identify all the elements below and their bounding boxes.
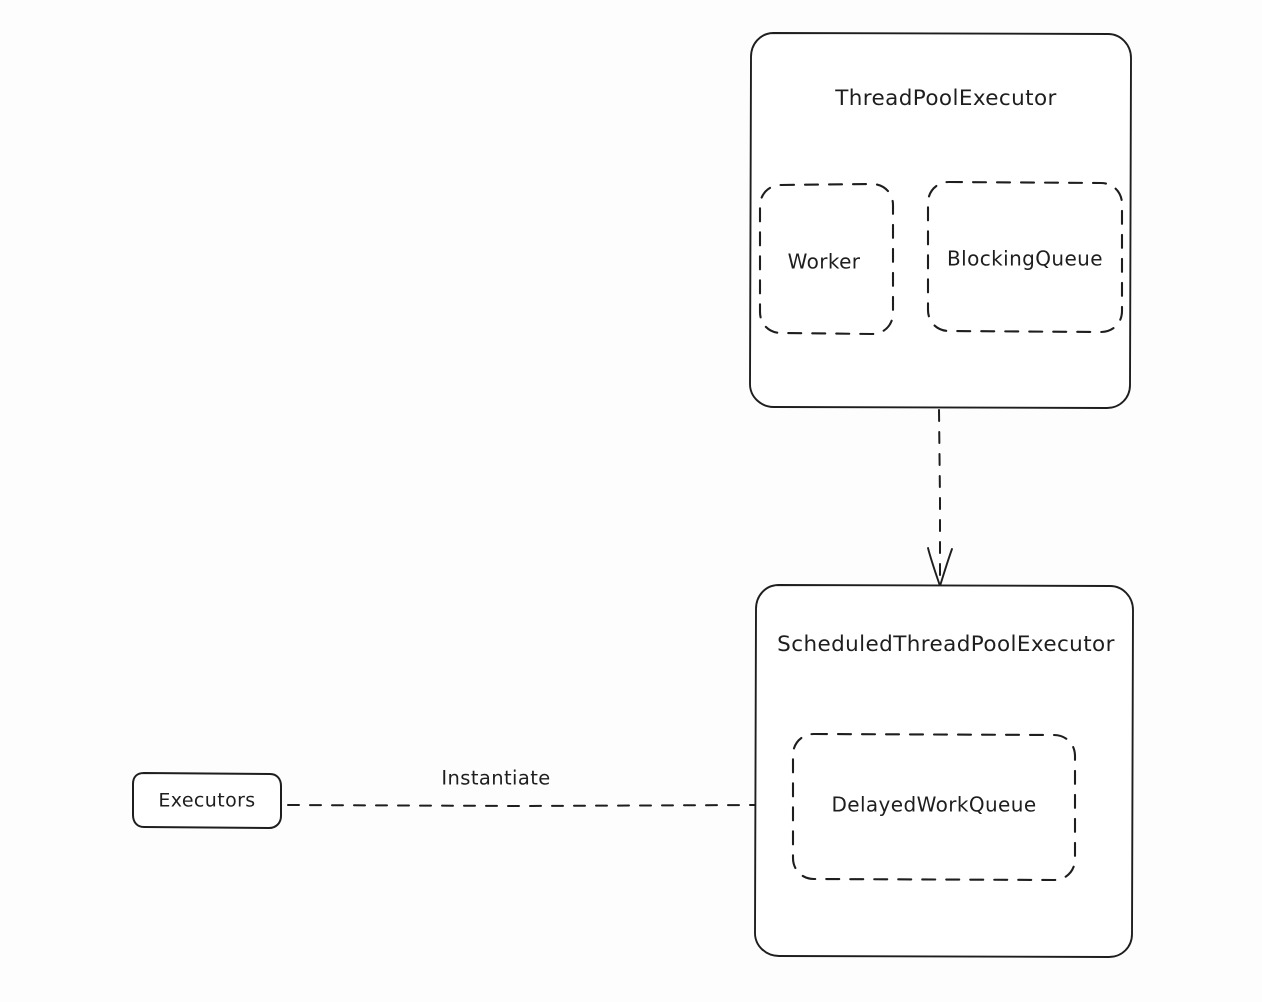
node-worker[interactable]: Worker: [758, 182, 895, 336]
executors-label: Executors: [158, 790, 255, 812]
thread-pool-executor-label: ThreadPoolExecutor: [834, 86, 1057, 111]
edge-instantiate[interactable]: Instantiate: [287, 767, 756, 808]
node-executors[interactable]: Executors: [132, 772, 282, 829]
instantiate-edge-label: Instantiate: [441, 767, 550, 790]
instantiate-edge-line: [287, 804, 756, 808]
executors-border: [132, 772, 282, 829]
worker-label: Worker: [788, 250, 861, 274]
node-delayed-work-queue[interactable]: DelayedWorkQueue: [791, 732, 1077, 882]
edge-extends[interactable]: [927, 409, 953, 587]
node-thread-pool-executor[interactable]: ThreadPoolExecutor Worker BlockingQueue: [749, 32, 1132, 409]
delayed-work-queue-label: DelayedWorkQueue: [831, 793, 1036, 817]
node-blocking-queue[interactable]: BlockingQueue: [926, 180, 1124, 334]
blocking-queue-border: [926, 180, 1124, 334]
node-scheduled-thread-pool-executor[interactable]: ScheduledThreadPoolExecutor DelayedWorkQ…: [754, 584, 1134, 958]
worker-border: [758, 182, 895, 336]
blocking-queue-label: BlockingQueue: [947, 247, 1103, 271]
extends-edge-line: [938, 409, 941, 581]
scheduled-thread-pool-executor-label: ScheduledThreadPoolExecutor: [777, 632, 1115, 657]
delayed-work-queue-border: [791, 732, 1077, 882]
